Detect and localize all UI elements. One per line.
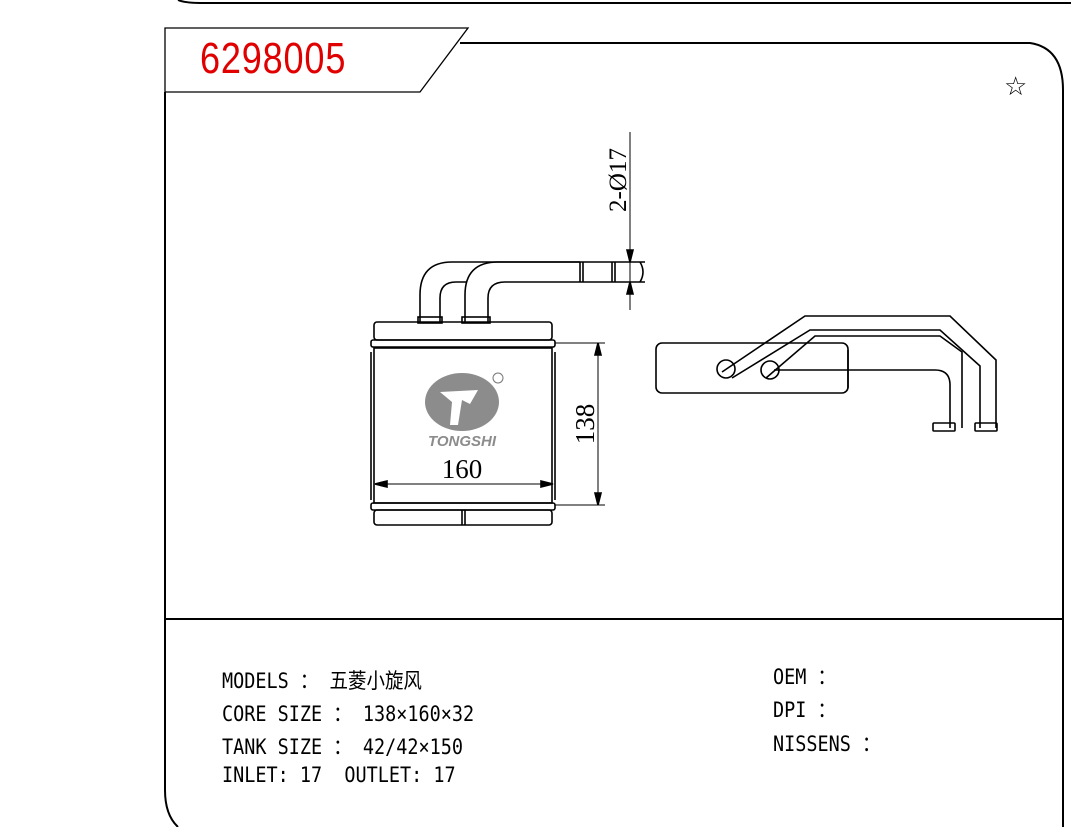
tank-size-label: TANK SIZE ： <box>222 735 352 759</box>
side-view <box>655 315 998 432</box>
part-number-tab <box>164 27 470 93</box>
pipe-outer-1 <box>419 261 580 322</box>
core-size-label: CORE SIZE ： <box>222 702 352 726</box>
frame <box>164 0 1071 827</box>
pipe-dimension-text: 2-Ø17 <box>605 148 632 212</box>
tank-size-row: TANK SIZE ： 42/42×150 <box>222 731 463 761</box>
height-dimension-text: 138 <box>570 404 600 445</box>
core-size-row: CORE SIZE ： 138×160×32 <box>222 698 474 728</box>
models-row: MODELS ： 五菱小旋风 <box>222 665 422 695</box>
width-dimension-text: 160 <box>442 454 483 484</box>
tank-size-value: 42/42×150 <box>362 735 464 759</box>
pipe-outer-2 <box>464 261 645 322</box>
tongshi-logo: TONGSHI <box>425 372 504 450</box>
pipe-inner-1 <box>439 281 466 322</box>
logo-text: TONGSHI <box>428 433 497 450</box>
models-value: 五菱小旋风 <box>329 669 422 693</box>
front-view <box>370 132 645 526</box>
nissens-label: NISSENS ： <box>773 732 881 756</box>
dpi-label: DPI ： <box>773 698 836 722</box>
part-number: 6298005 <box>200 34 347 83</box>
top-frame-line <box>177 0 1071 4</box>
pipe-inner-2 <box>487 281 645 322</box>
star-outline-icon[interactable]: ☆ <box>1004 72 1028 102</box>
left-frame-line <box>164 92 179 827</box>
main-frame-outline <box>460 42 1064 827</box>
core-size-value: 138×160×32 <box>362 702 475 726</box>
inlet-outlet-row: INLET: 17 OUTLET: 17 <box>222 763 456 787</box>
oem-label: OEM ： <box>773 665 836 689</box>
models-label: MODELS ： <box>222 669 319 693</box>
